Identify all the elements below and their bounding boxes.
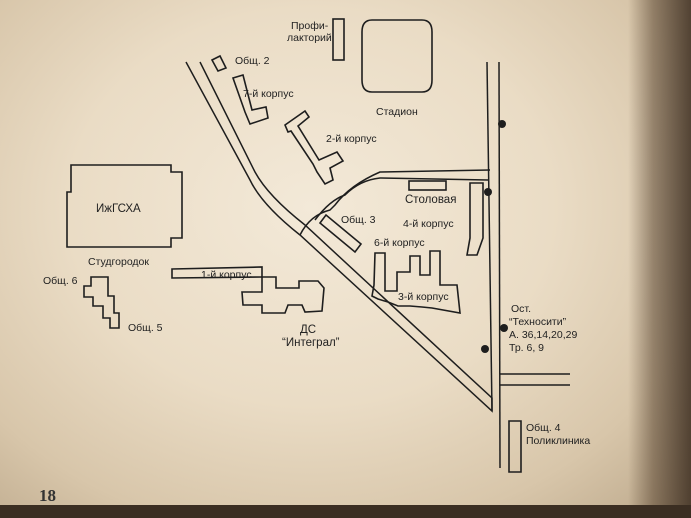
label-integral: “Интеграл” bbox=[282, 337, 340, 349]
page-number: 18 bbox=[39, 486, 56, 505]
obshch2-building bbox=[210, 54, 228, 72]
label-korpus3: 3-й корпус bbox=[398, 291, 449, 303]
korpus2-building bbox=[284, 109, 345, 186]
label-stop-4: Тр. 6, 9 bbox=[509, 342, 544, 354]
label-profilaktoriy-1: Профи- bbox=[291, 20, 329, 32]
label-korpus1: 1-й корпус bbox=[201, 269, 252, 281]
label-stop-3: А. 36,14,20,29 bbox=[509, 329, 577, 341]
label-obshch4: Общ. 4 bbox=[526, 422, 561, 434]
profilaktoriy-building bbox=[332, 18, 345, 61]
roads bbox=[185, 61, 570, 469]
label-stop-2: “Техносити” bbox=[509, 316, 567, 328]
obshch6-building bbox=[83, 276, 120, 329]
izhgsha-building bbox=[66, 164, 183, 248]
labels: Профи- лакторий Общ. 2 7-й корпус Стадио… bbox=[39, 20, 590, 505]
obshch4-building bbox=[508, 420, 522, 473]
label-izhgsha: ИжГСХА bbox=[96, 203, 141, 215]
page-bottom-edge bbox=[0, 505, 691, 518]
stop-dot-2 bbox=[484, 188, 492, 196]
stop-dot-1 bbox=[498, 120, 506, 128]
label-poliklinika: Поликлиника bbox=[526, 435, 590, 447]
road-to-stolovaya bbox=[299, 169, 491, 236]
korpus4-building bbox=[466, 182, 484, 256]
label-stadion: Стадион bbox=[376, 106, 418, 118]
label-obshch2: Общ. 2 bbox=[235, 55, 270, 67]
label-profilaktoriy-2: лакторий bbox=[287, 32, 332, 44]
label-obshch3: Общ. 3 bbox=[341, 214, 376, 226]
korpus7-building bbox=[231, 73, 269, 125]
stadium-building bbox=[361, 19, 433, 93]
label-obshch6: Общ. 6 bbox=[43, 275, 78, 287]
page-edge-shadow bbox=[628, 0, 691, 518]
label-korpus4: 4-й корпус bbox=[403, 218, 454, 230]
vertical-road-left bbox=[486, 61, 493, 412]
label-korpus6: 6-й корпус bbox=[374, 237, 425, 249]
obshch3-building bbox=[318, 213, 363, 254]
stop-dot-4 bbox=[481, 345, 489, 353]
label-ds: ДС bbox=[300, 324, 316, 336]
label-studgorodok: Студгородок bbox=[88, 256, 149, 268]
stolovaya-building bbox=[408, 180, 447, 191]
vertical-road-right bbox=[498, 61, 501, 469]
label-korpus7: 7-й корпус bbox=[243, 88, 294, 100]
label-stolovaya: Столовая bbox=[405, 194, 456, 206]
road-to-stolovaya-inner bbox=[314, 177, 489, 221]
diagonal-road bbox=[185, 61, 493, 413]
buildings bbox=[66, 18, 522, 473]
stop-dot-3 bbox=[500, 324, 508, 332]
label-korpus2: 2-й корпус bbox=[326, 133, 377, 145]
bus-stops bbox=[481, 120, 508, 353]
ds-integral-building bbox=[241, 276, 325, 314]
label-obshch5: Общ. 5 bbox=[128, 322, 163, 334]
label-stop-1: Ост. bbox=[511, 303, 531, 315]
korpus6-korpus3-building bbox=[371, 250, 461, 314]
